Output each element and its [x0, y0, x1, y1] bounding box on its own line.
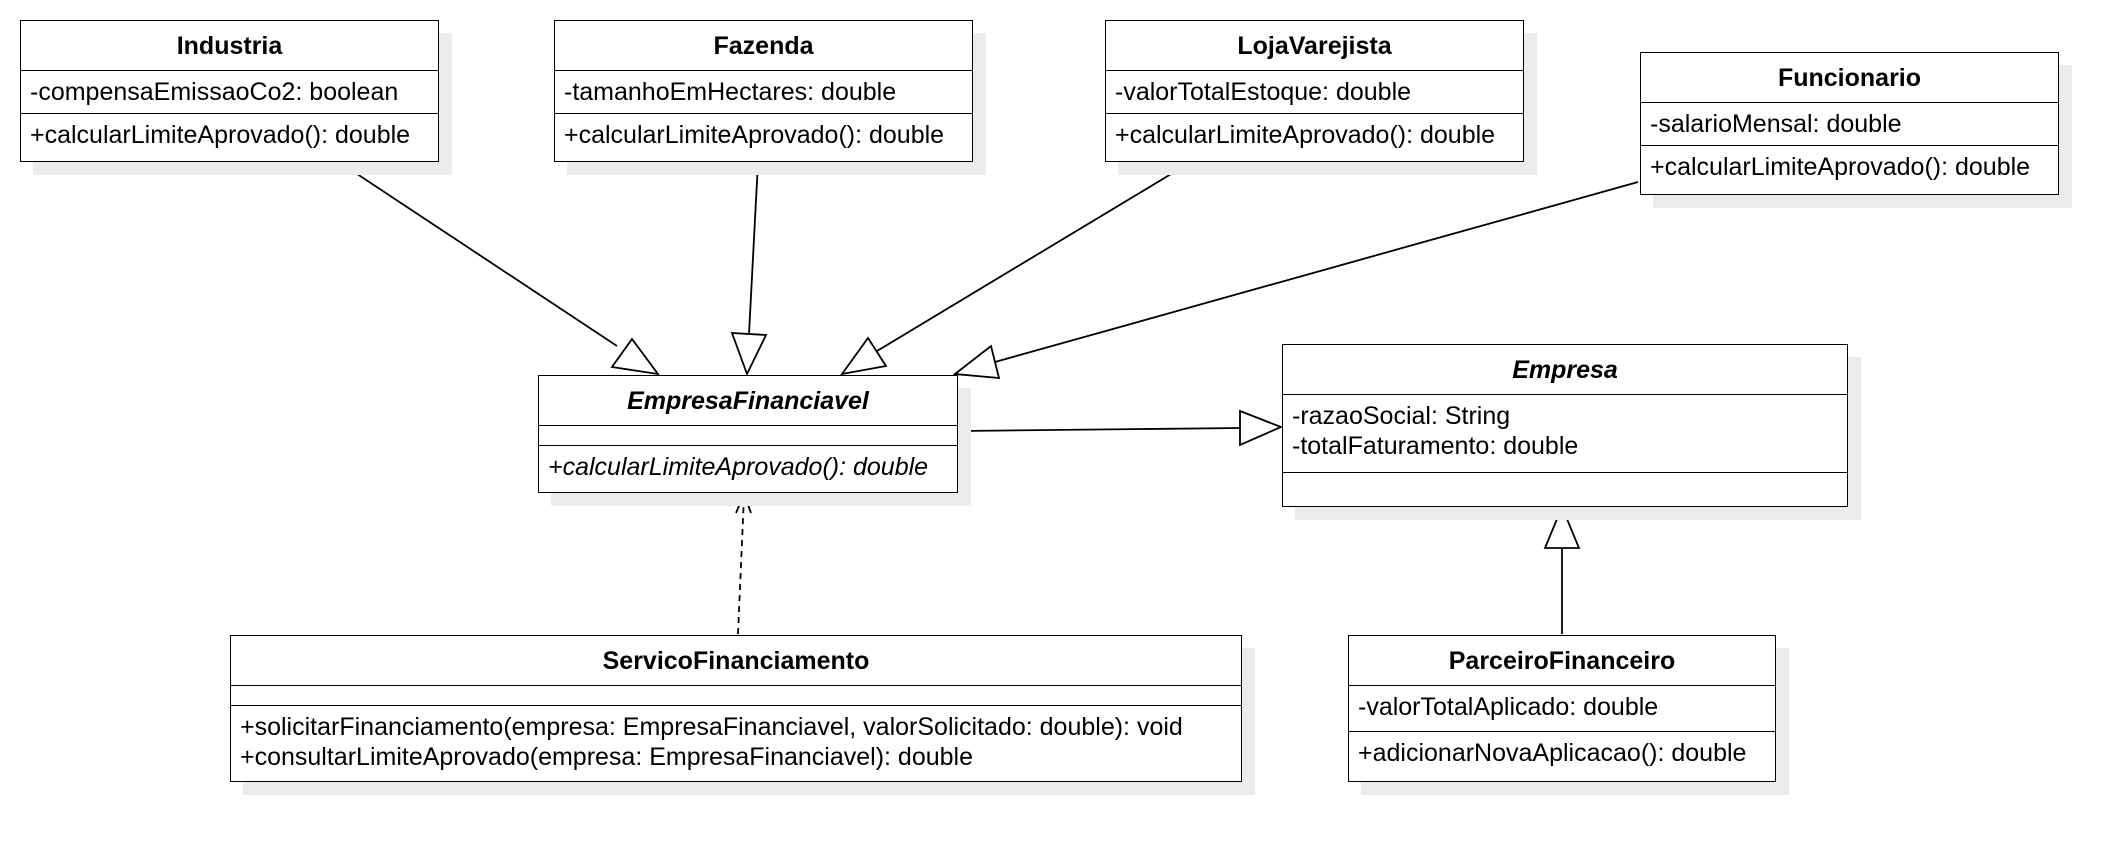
attributes-compartment — [539, 426, 957, 446]
edge-industria-empresafinanciavel — [338, 161, 618, 347]
class-name: LojaVarejista — [1106, 21, 1523, 71]
attributes-compartment: -salarioMensal: double — [1641, 103, 2058, 146]
edge-empresafinanciavel-empresa — [959, 427, 1241, 432]
operations-compartment: +calcularLimiteAprovado(): double — [1641, 146, 2058, 188]
class-name: Fazenda — [555, 21, 972, 71]
operations-compartment: +calcularLimiteAprovado(): double — [1106, 114, 1523, 156]
edge-fazenda-empresafinanciavel — [748, 161, 759, 335]
attribute: -salarioMensal: double — [1650, 110, 1902, 138]
class-name: Funcionario — [1641, 53, 2058, 103]
operation: +calcularLimiteAprovado(): double — [564, 121, 945, 149]
operation: +calcularLimiteAprovado(): double — [548, 453, 929, 481]
inheritance-arrowhead — [610, 337, 661, 376]
class-name: Industria — [21, 21, 438, 71]
edge-servico-empresafinanciavel — [737, 495, 745, 635]
attributes-compartment: -compensaEmissaoCo2: boolean — [21, 71, 438, 114]
class-funcionario[interactable]: Funcionario -salarioMensal: double +calc… — [1640, 52, 2059, 195]
operation: +adicionarNovaAplicacao(): double — [1358, 739, 1747, 767]
class-servicofinanciamento[interactable]: ServicoFinanciamento +solicitarFinanciam… — [230, 635, 1242, 782]
operation: +calcularLimiteAprovado(): double — [1650, 153, 2031, 181]
operation: +solicitarFinanciamento(empresa: Empresa… — [240, 713, 1183, 741]
operations-compartment: +calcularLimiteAprovado(): double — [555, 114, 972, 156]
inheritance-arrowhead — [952, 344, 1001, 380]
operations-compartment: +solicitarFinanciamento(empresa: Empresa… — [231, 706, 1241, 778]
class-name: EmpresaFinanciavel — [539, 376, 957, 426]
class-industria[interactable]: Industria -compensaEmissaoCo2: boolean +… — [20, 20, 439, 162]
class-empresa[interactable]: Empresa -razaoSocial: String -totalFatur… — [1282, 344, 1848, 507]
attributes-compartment: -valorTotalEstoque: double — [1106, 71, 1523, 114]
attributes-compartment: -tamanhoEmHectares: double — [555, 71, 972, 114]
class-fazenda[interactable]: Fazenda -tamanhoEmHectares: double +calc… — [554, 20, 973, 162]
attributes-compartment: -razaoSocial: String -totalFaturamento: … — [1283, 395, 1847, 473]
inheritance-arrowhead — [1239, 409, 1284, 447]
operation: +calcularLimiteAprovado(): double — [1115, 121, 1496, 149]
inheritance-arrowhead — [839, 336, 888, 376]
class-lojavarejista[interactable]: LojaVarejista -valorTotalEstoque: double… — [1105, 20, 1524, 162]
inheritance-arrowhead — [1543, 504, 1581, 549]
attribute: -totalFaturamento: double — [1292, 432, 1579, 460]
edge-funcionario-empresafinanciavel — [994, 181, 1639, 363]
attribute: -razaoSocial: String — [1292, 402, 1511, 430]
class-empresafinanciavel[interactable]: EmpresaFinanciavel +calcularLimiteAprova… — [538, 375, 958, 493]
class-parceirofinanceiro[interactable]: ParceiroFinanceiro -valorTotalAplicado: … — [1348, 635, 1776, 782]
operation: +consultarLimiteAprovado(empresa: Empres… — [240, 743, 974, 771]
attribute: -compensaEmissaoCo2: boolean — [30, 78, 399, 106]
attributes-compartment — [231, 686, 1241, 706]
operation: +calcularLimiteAprovado(): double — [30, 121, 411, 149]
operations-compartment: +calcularLimiteAprovado(): double — [21, 114, 438, 156]
class-name: ParceiroFinanceiro — [1349, 636, 1775, 686]
class-name: ServicoFinanciamento — [231, 636, 1241, 686]
attribute: -valorTotalEstoque: double — [1115, 78, 1412, 106]
attributes-compartment: -valorTotalAplicado: double — [1349, 686, 1775, 732]
attribute: -valorTotalAplicado: double — [1358, 693, 1659, 721]
edge-loja-empresafinanciavel — [876, 161, 1192, 352]
attribute: -tamanhoEmHectares: double — [564, 78, 897, 106]
class-name: Empresa — [1283, 345, 1847, 395]
dependency-arrowhead — [735, 491, 752, 514]
operations-compartment: +calcularLimiteAprovado(): double — [539, 446, 957, 488]
inheritance-arrowhead — [730, 332, 768, 377]
operations-compartment: +adicionarNovaAplicacao(): double — [1349, 732, 1775, 774]
